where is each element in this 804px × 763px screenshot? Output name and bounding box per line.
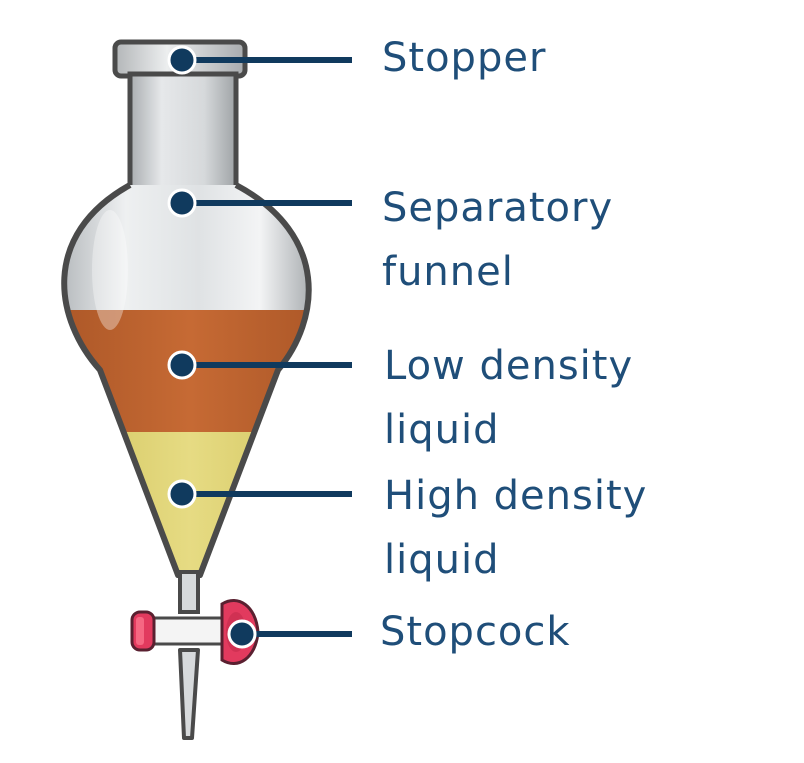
label-high-density-liquid-line1: High density xyxy=(384,473,648,519)
leader-low-density-liquid xyxy=(167,350,352,380)
high-density-liquid-layer xyxy=(64,432,309,575)
label-stopper: Stopper xyxy=(382,26,546,90)
label-high-density-liquid: High density liquid xyxy=(384,464,647,592)
label-separatory-funnel-line1: Separatory xyxy=(382,185,614,231)
leader-stopcock xyxy=(227,619,352,649)
label-low-density-liquid: Low density liquid xyxy=(384,334,633,462)
funnel-stem xyxy=(178,570,200,740)
leader-stopper xyxy=(167,45,352,75)
label-low-density-liquid-line1: Low density xyxy=(384,343,634,389)
label-low-density-liquid-line2: liquid xyxy=(384,407,500,453)
label-high-density-liquid-line2: liquid xyxy=(384,537,500,583)
label-stopcock: Stopcock xyxy=(380,600,571,664)
label-separatory-funnel: Separatory funnel xyxy=(382,176,613,304)
funnel-neck xyxy=(127,71,239,197)
leader-high-density-liquid xyxy=(167,479,352,509)
leader-separatory-funnel xyxy=(167,188,352,218)
label-stopper-text: Stopper xyxy=(382,35,547,81)
label-stopcock-text: Stopcock xyxy=(380,609,571,655)
funnel-body xyxy=(61,182,312,578)
label-separatory-funnel-line2: funnel xyxy=(382,249,514,295)
